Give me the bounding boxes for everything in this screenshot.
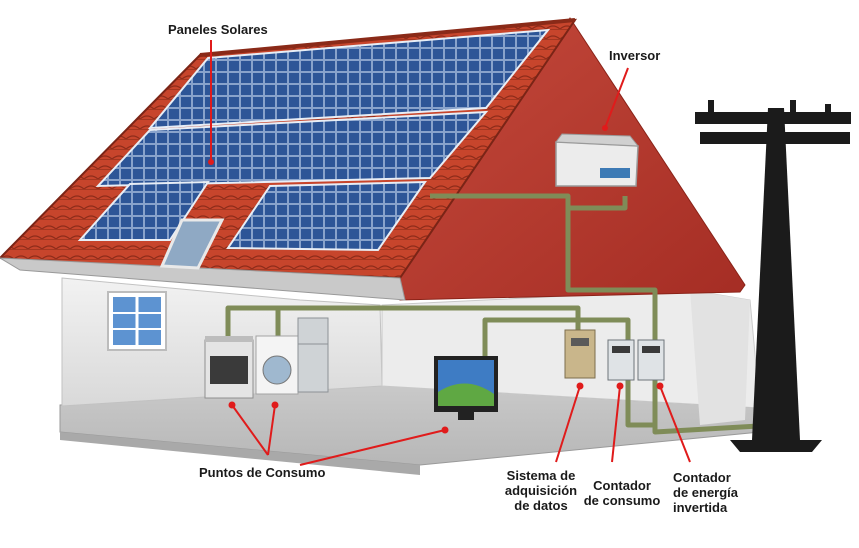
label-consumption-meter-line1: Contador bbox=[593, 478, 651, 493]
solar-panel bbox=[77, 180, 210, 241]
export-meter bbox=[637, 339, 665, 381]
label-data-acquisition: Sistema de adquisición de datos bbox=[496, 468, 586, 513]
solar-panel bbox=[95, 110, 489, 188]
label-export-meter: Contador de energía invertida bbox=[673, 470, 738, 515]
solar-panel bbox=[147, 28, 551, 130]
appliance-tv bbox=[434, 356, 498, 420]
house-window bbox=[107, 291, 167, 351]
utility-pole bbox=[695, 100, 851, 452]
wiring bbox=[225, 193, 776, 435]
label-export-meter-line2: de energía bbox=[673, 485, 739, 500]
label-solar-panels: Paneles Solares bbox=[168, 22, 268, 37]
leader-lines bbox=[210, 40, 691, 466]
leader-dots bbox=[208, 125, 664, 434]
label-data-acquisition-line1: Sistema de bbox=[506, 468, 576, 483]
data-acquisition-box bbox=[564, 329, 596, 379]
label-consumption-meter: Contador de consumo bbox=[582, 478, 662, 508]
inverter-device bbox=[555, 133, 640, 187]
label-data-acquisition-line3: de datos bbox=[514, 498, 568, 513]
appliance-washer bbox=[255, 335, 299, 395]
label-consumption-points: Puntos de Consumo bbox=[199, 465, 326, 480]
label-inverter: Inversor bbox=[609, 48, 661, 63]
consumption-meter bbox=[607, 339, 635, 381]
skylight bbox=[159, 218, 225, 270]
label-export-meter-line3: invertida bbox=[673, 500, 728, 515]
label-data-acquisition-line2: adquisición bbox=[504, 483, 578, 498]
label-export-meter-line1: Contador bbox=[673, 470, 731, 485]
solar-panel-array bbox=[77, 28, 551, 270]
label-consumption-meter-line2: de consumo bbox=[583, 493, 661, 508]
appliance-fridge bbox=[297, 317, 329, 393]
appliance-stove bbox=[204, 336, 254, 399]
solar-panel bbox=[226, 180, 427, 252]
